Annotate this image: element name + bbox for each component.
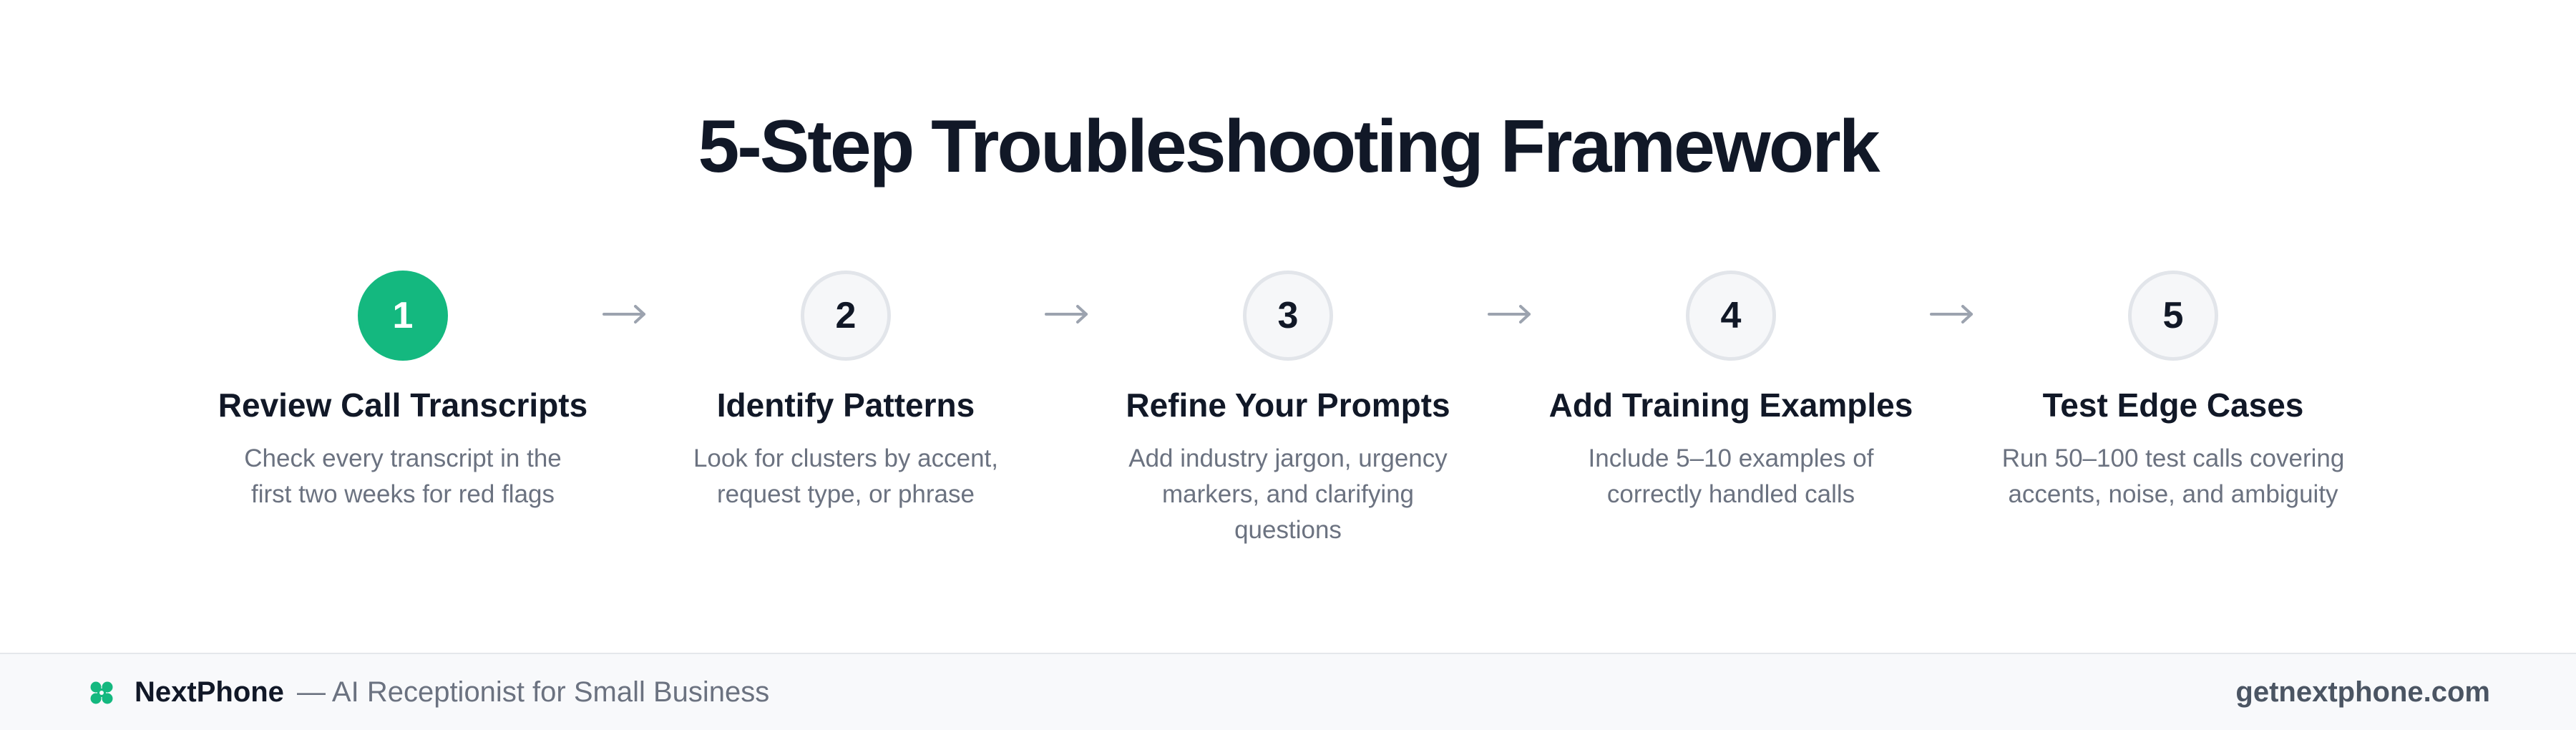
step-4: 4 Add Training Examples Include 5–10 exa…	[1531, 271, 1931, 512]
steps-flow: 1 Review Call Transcripts Check every tr…	[0, 271, 2576, 571]
nextphone-logo-icon	[90, 681, 113, 704]
step-description: Include 5–10 examples of correctly handl…	[1588, 444, 1874, 508]
step-number-badge: 4	[1686, 271, 1776, 361]
step-description: Look for clusters by accent, request typ…	[693, 444, 999, 508]
step-number-badge: 2	[801, 271, 891, 361]
step-title: Refine Your Prompts	[1126, 386, 1450, 424]
step-5: 5 Test Edge Cases Run 50–100 test calls …	[1973, 271, 2373, 512]
step-description: Run 50–100 test calls covering accents, …	[2001, 444, 2345, 508]
step-title: Identify Patterns	[716, 386, 975, 424]
step-title: Review Call Transcripts	[218, 386, 588, 424]
brand-tagline: — AI Receptionist for Small Business	[297, 676, 770, 708]
website-link[interactable]: getnextphone.com	[2235, 676, 2490, 708]
step-number-badge: 1	[358, 271, 448, 361]
step-title: Add Training Examples	[1548, 386, 1913, 424]
brand-name: NextPhone	[135, 676, 284, 708]
footer: NextPhone — AI Receptionist for Small Bu…	[0, 653, 2576, 730]
step-1: 1 Review Call Transcripts Check every tr…	[203, 271, 603, 512]
right-arrow-icon	[602, 305, 645, 323]
step-number-badge: 3	[1243, 271, 1333, 361]
step-title: Test Edge Cases	[2042, 386, 2304, 424]
step-description: Add industry jargon, urgency markers, an…	[1128, 444, 1448, 544]
right-arrow-icon	[1045, 305, 1088, 323]
right-arrow-icon	[1930, 305, 1973, 323]
right-arrow-icon	[1488, 305, 1531, 323]
step-description: Check every transcript in the first two …	[244, 444, 562, 508]
page-title: 5-Step Troubleshooting Framework	[698, 105, 1880, 188]
step-number-badge: 5	[2128, 271, 2218, 361]
step-3: 3 Refine Your Prompts Add industry jargo…	[1088, 271, 1488, 548]
step-2: 2 Identify Patterns Look for clusters by…	[645, 271, 1046, 512]
